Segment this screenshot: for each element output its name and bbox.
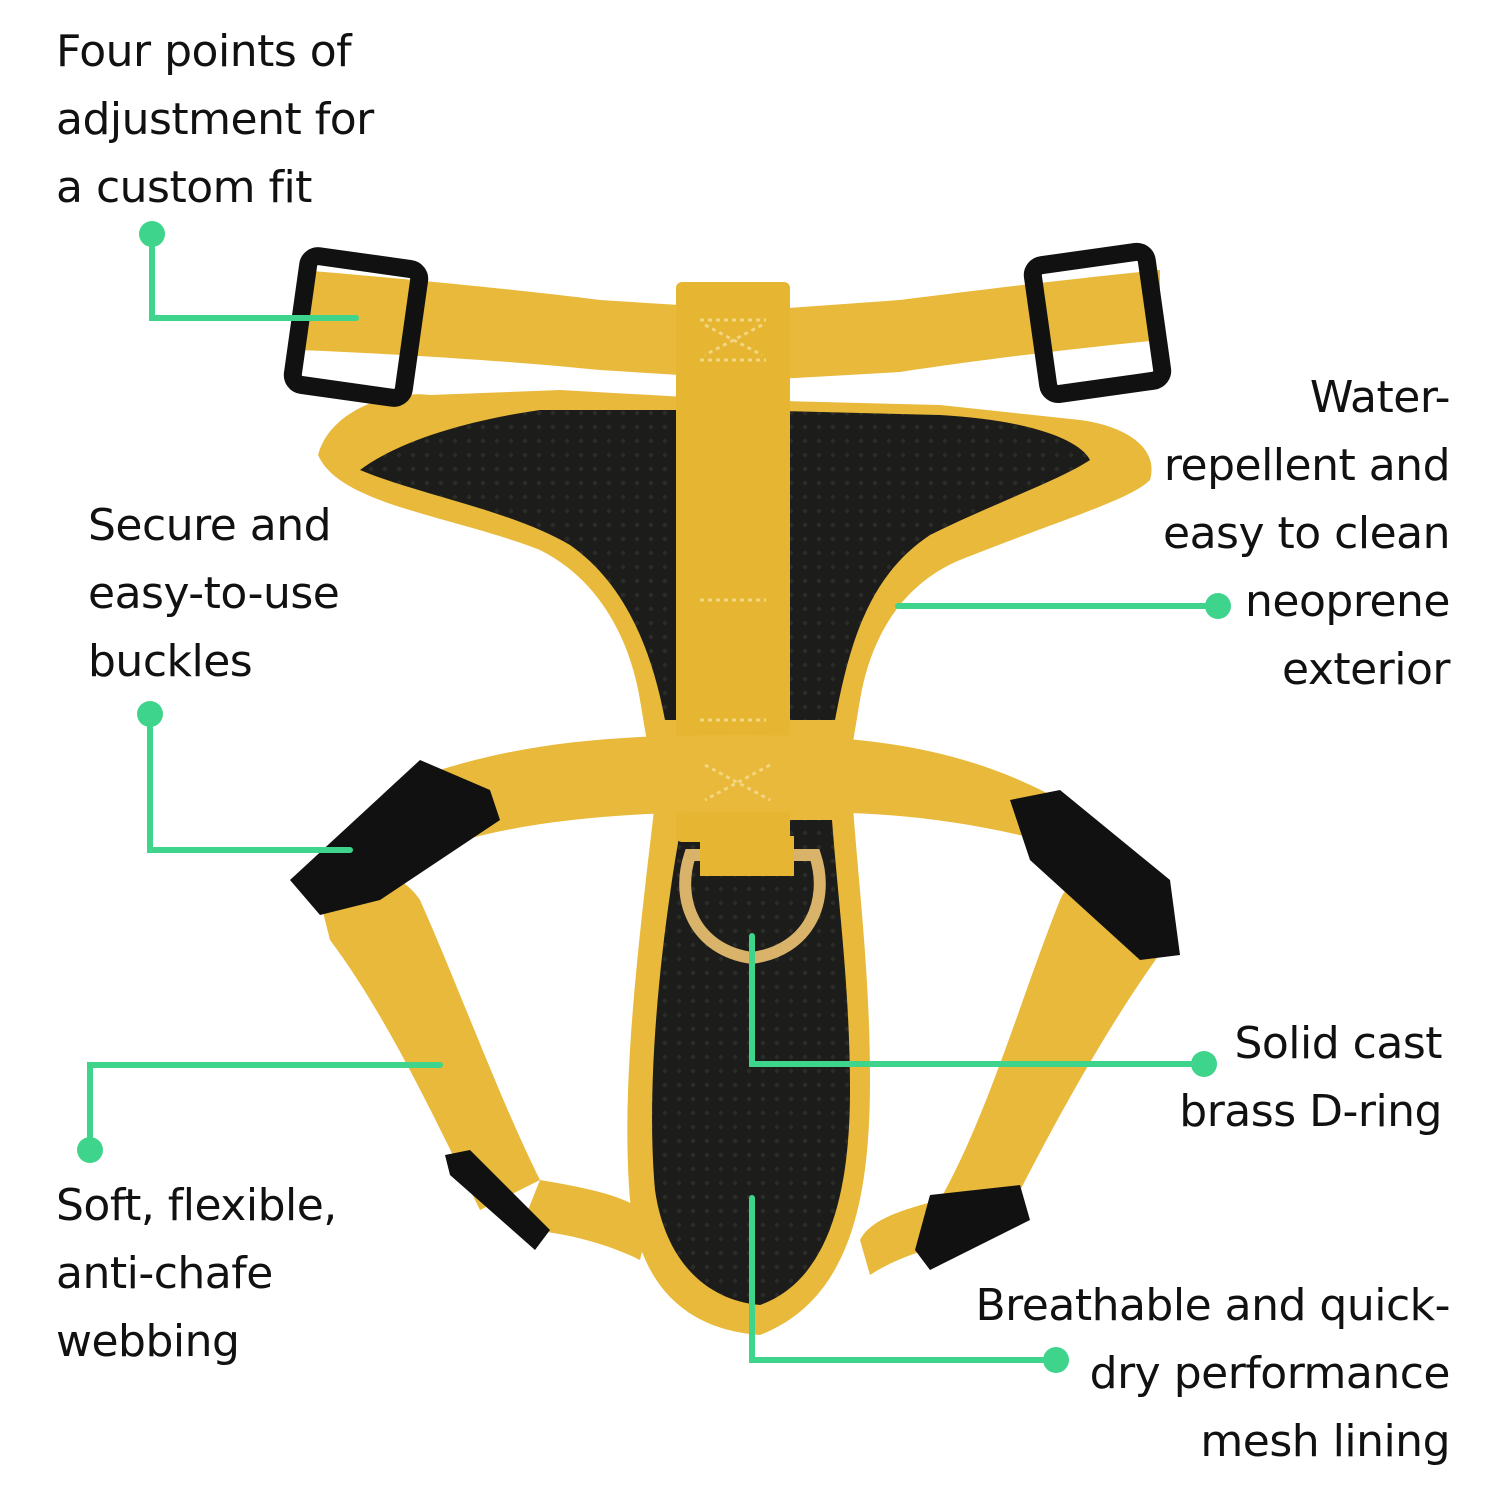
callout-line: exterior [1282, 644, 1450, 695]
callout-line: brass D-ring [1179, 1086, 1442, 1137]
leader-dots [77, 221, 1231, 1373]
callout-line: buckles [88, 636, 253, 687]
callout-webbing: Soft, flexible, anti-chafe webbing [56, 1172, 337, 1376]
callout-line: neoprene [1245, 576, 1450, 627]
bottom-left-slide [445, 1150, 550, 1250]
dot-webbing [77, 1137, 103, 1163]
leader-adjustment [149, 231, 359, 321]
dot-adjustment [139, 221, 165, 247]
leader-mesh [749, 1195, 1059, 1363]
left-release-buckle [290, 760, 500, 915]
callout-line: easy-to-use [88, 568, 340, 619]
leader-buckles [147, 711, 353, 853]
callout-buckles: Secure and easy-to-use buckles [88, 492, 340, 696]
bottom-right-slide [915, 1185, 1030, 1270]
callout-line: webbing [56, 1316, 240, 1367]
callout-neoprene: Water- repellent and easy to clean neopr… [1163, 364, 1450, 704]
dot-dring [1191, 1051, 1217, 1077]
leader-dring [749, 933, 1207, 1067]
spine-strap [676, 282, 790, 842]
chest-strap [410, 735, 1060, 850]
callout-line: a custom fit [56, 162, 312, 213]
dot-neoprene [1205, 593, 1231, 619]
callout-line: anti-chafe [56, 1248, 273, 1299]
callout-line: Water- [1309, 372, 1451, 423]
top-right-slide-buckle [1023, 242, 1172, 404]
callout-line: Four points of [56, 26, 352, 77]
callout-mesh: Breathable and quick- dry performance me… [975, 1272, 1450, 1476]
leader-lines [87, 231, 1221, 1363]
callout-line: Breathable and quick- [975, 1280, 1450, 1331]
callout-line: Secure and [88, 500, 332, 551]
callout-line: adjustment for [56, 94, 374, 145]
callout-line: Soft, flexible, [56, 1180, 337, 1231]
dot-buckles [137, 701, 163, 727]
callout-dring: Solid cast brass D-ring [1179, 1010, 1442, 1146]
callout-line: easy to clean [1163, 508, 1450, 559]
leader-webbing [87, 1062, 443, 1153]
callout-line: mesh lining [1200, 1416, 1450, 1467]
right-release-buckle [1010, 790, 1180, 960]
callout-adjustment: Four points of adjustment for a custom f… [56, 18, 374, 222]
callout-line: Solid cast [1234, 1018, 1442, 1069]
dot-mesh [1043, 1347, 1069, 1373]
callout-line: repellent and [1163, 440, 1451, 491]
callout-line: dry performance [1089, 1348, 1451, 1399]
